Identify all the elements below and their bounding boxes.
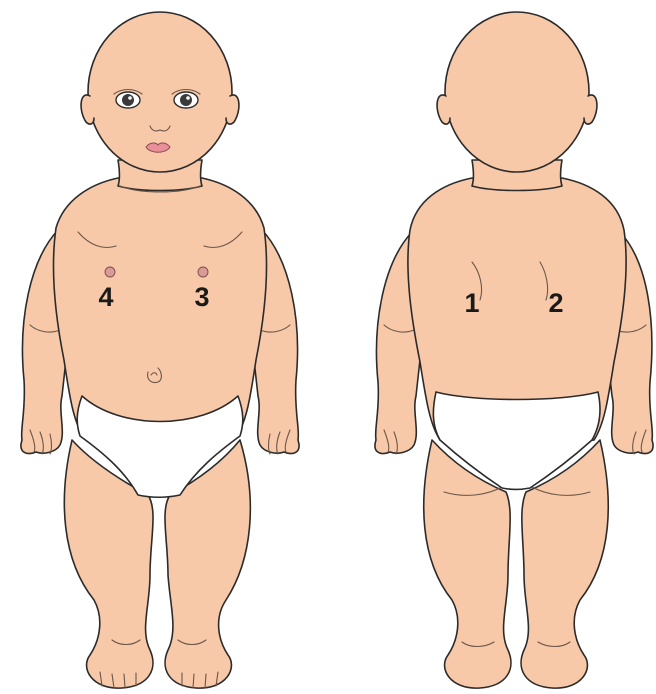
front-marker-label-4: 4 (98, 282, 113, 312)
front-nipple-right (198, 267, 208, 277)
lips (146, 143, 170, 152)
back-view: 1 2 (375, 12, 653, 688)
back-marker-label-1: 1 (464, 288, 479, 318)
front-view: 4 3 (21, 12, 299, 688)
front-marker-label-3: 3 (194, 282, 209, 312)
back-marker-label-2: 2 (548, 288, 563, 318)
back-head (445, 12, 589, 172)
front-nipple-left (105, 267, 115, 277)
